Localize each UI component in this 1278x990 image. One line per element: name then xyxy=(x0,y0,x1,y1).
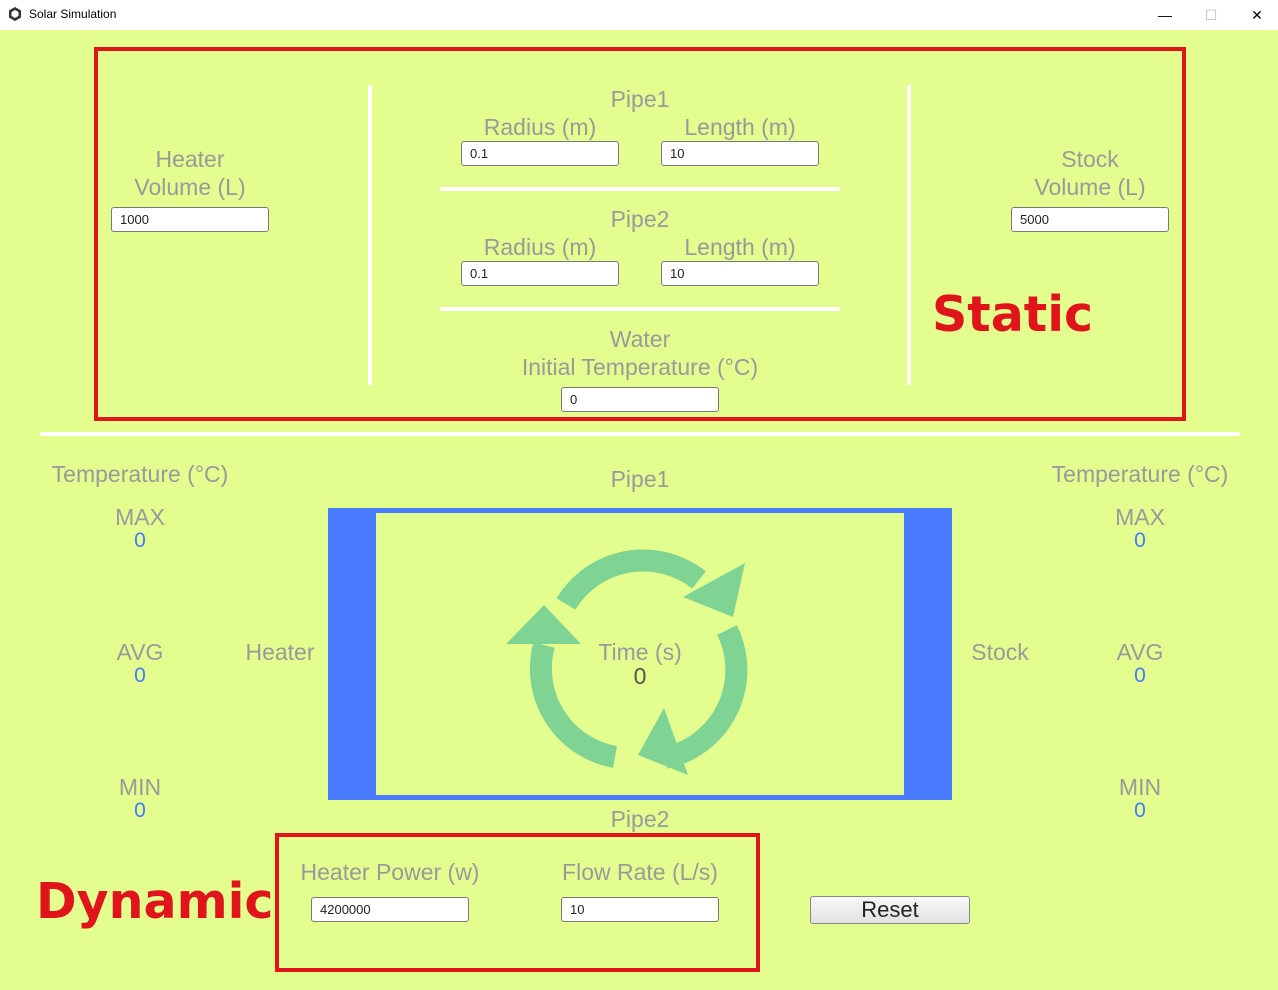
pipe1-diagram-label: Pipe1 xyxy=(610,466,670,492)
pipe2-length-input[interactable] xyxy=(661,261,819,286)
dynamic-annotation-label: Dynamic xyxy=(36,873,274,930)
heater-max-value: 0 xyxy=(134,529,146,552)
time-label: Time (s) xyxy=(598,639,682,665)
cycle-arrows-icon xyxy=(506,549,748,775)
heater-avg-label: AVG xyxy=(116,639,164,665)
heater-volume-label-line1: Heater xyxy=(155,146,225,172)
heater-volume-label-line2: Volume (L) xyxy=(134,174,246,200)
stock-min-label: MIN xyxy=(1118,774,1162,800)
pipe1-radius-input[interactable] xyxy=(461,141,619,166)
stock-avg-value: 0 xyxy=(1134,664,1146,687)
pipe2-diagram-label: Pipe2 xyxy=(610,806,670,832)
heater-min-label: MIN xyxy=(118,774,162,800)
flow-rate-input[interactable] xyxy=(561,897,719,922)
window-title: Solar Simulation xyxy=(29,7,117,21)
pipe1-length-input[interactable] xyxy=(661,141,819,166)
static-annotation-box xyxy=(94,47,1186,421)
pipe2-title: Pipe2 xyxy=(610,206,670,232)
heater-temperature-title: Temperature (°C) xyxy=(51,461,229,487)
time-value: 0 xyxy=(633,663,647,689)
flow-rate-label: Flow Rate (L/s) xyxy=(562,859,718,885)
close-button[interactable]: ✕ xyxy=(1251,6,1263,23)
water-temp-label-line2: Initial Temperature (°C) xyxy=(521,354,759,380)
heater-power-label: Heater Power (w) xyxy=(300,859,480,885)
divider xyxy=(368,85,372,385)
pipe1-radius-label: Radius (m) xyxy=(483,114,597,140)
divider xyxy=(440,187,840,191)
divider xyxy=(440,307,840,311)
heater-label: Heater xyxy=(245,639,315,665)
minimize-button[interactable]: — xyxy=(1158,7,1172,23)
reset-button[interactable]: Reset xyxy=(810,896,970,924)
heater-volume-input[interactable] xyxy=(111,207,269,232)
heater-min-value: 0 xyxy=(134,799,146,822)
heater-avg-value: 0 xyxy=(134,664,146,687)
section-divider xyxy=(40,432,1240,436)
stock-avg-label: AVG xyxy=(1116,639,1164,665)
pipe1-length-label: Length (m) xyxy=(684,114,796,140)
stock-min-value: 0 xyxy=(1134,799,1146,822)
title-bar: Solar Simulation — ☐ ✕ xyxy=(0,0,1278,30)
dynamic-annotation-box xyxy=(275,833,760,972)
water-temp-label-line1: Water xyxy=(609,326,671,352)
stock-volume-label-line1: Stock xyxy=(1061,146,1119,172)
stock-max-label: MAX xyxy=(1115,504,1165,530)
app-icon xyxy=(9,7,21,21)
heater-power-input[interactable] xyxy=(311,897,469,922)
maximize-button[interactable]: ☐ xyxy=(1204,6,1218,23)
static-annotation-label: Static xyxy=(932,286,1094,343)
divider xyxy=(907,85,911,385)
stock-volume-input[interactable] xyxy=(1011,207,1169,232)
stock-temperature-title: Temperature (°C) xyxy=(1051,461,1229,487)
stock-max-value: 0 xyxy=(1134,529,1146,552)
pipe2-radius-label: Radius (m) xyxy=(483,234,597,260)
water-initial-temp-input[interactable] xyxy=(561,387,719,412)
pipe1-title: Pipe1 xyxy=(610,86,670,112)
pipe2-radius-input[interactable] xyxy=(461,261,619,286)
pipe2-length-label: Length (m) xyxy=(684,234,796,260)
stock-label: Stock xyxy=(971,639,1029,665)
heater-max-label: MAX xyxy=(115,504,165,530)
stock-volume-label-line2: Volume (L) xyxy=(1034,174,1146,200)
